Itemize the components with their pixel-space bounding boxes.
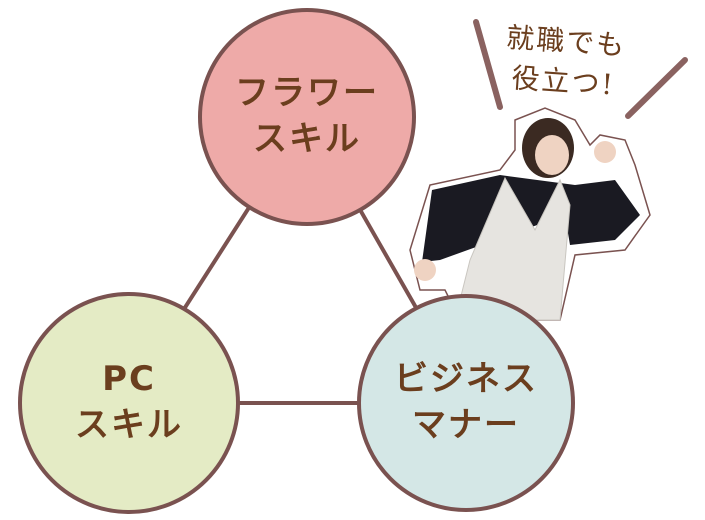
- circle-pc-skill: [18, 292, 240, 514]
- label-line: PC: [102, 359, 156, 399]
- circle-label-pc-skill: PC スキル: [20, 356, 238, 448]
- label-line: スキル: [253, 119, 361, 159]
- emphasis-line-right: [625, 57, 688, 119]
- callout-text: 就職でも 役立つ!: [502, 16, 627, 104]
- label-line: ビジネス: [394, 359, 538, 399]
- circle-label-business-manner: ビジネス マナー: [359, 356, 573, 448]
- circle-business-manner: [357, 294, 575, 512]
- label-line: マナー: [412, 405, 520, 445]
- circle-flower-skill: [198, 8, 416, 226]
- emphasis-line-left: [473, 19, 503, 110]
- person-photo: [409, 107, 651, 321]
- label-line: スキル: [75, 405, 183, 445]
- callout-line: 役立つ!: [510, 61, 616, 102]
- label-line: フラワー: [235, 73, 379, 113]
- circle-label-flower-skill: フラワー スキル: [200, 70, 414, 162]
